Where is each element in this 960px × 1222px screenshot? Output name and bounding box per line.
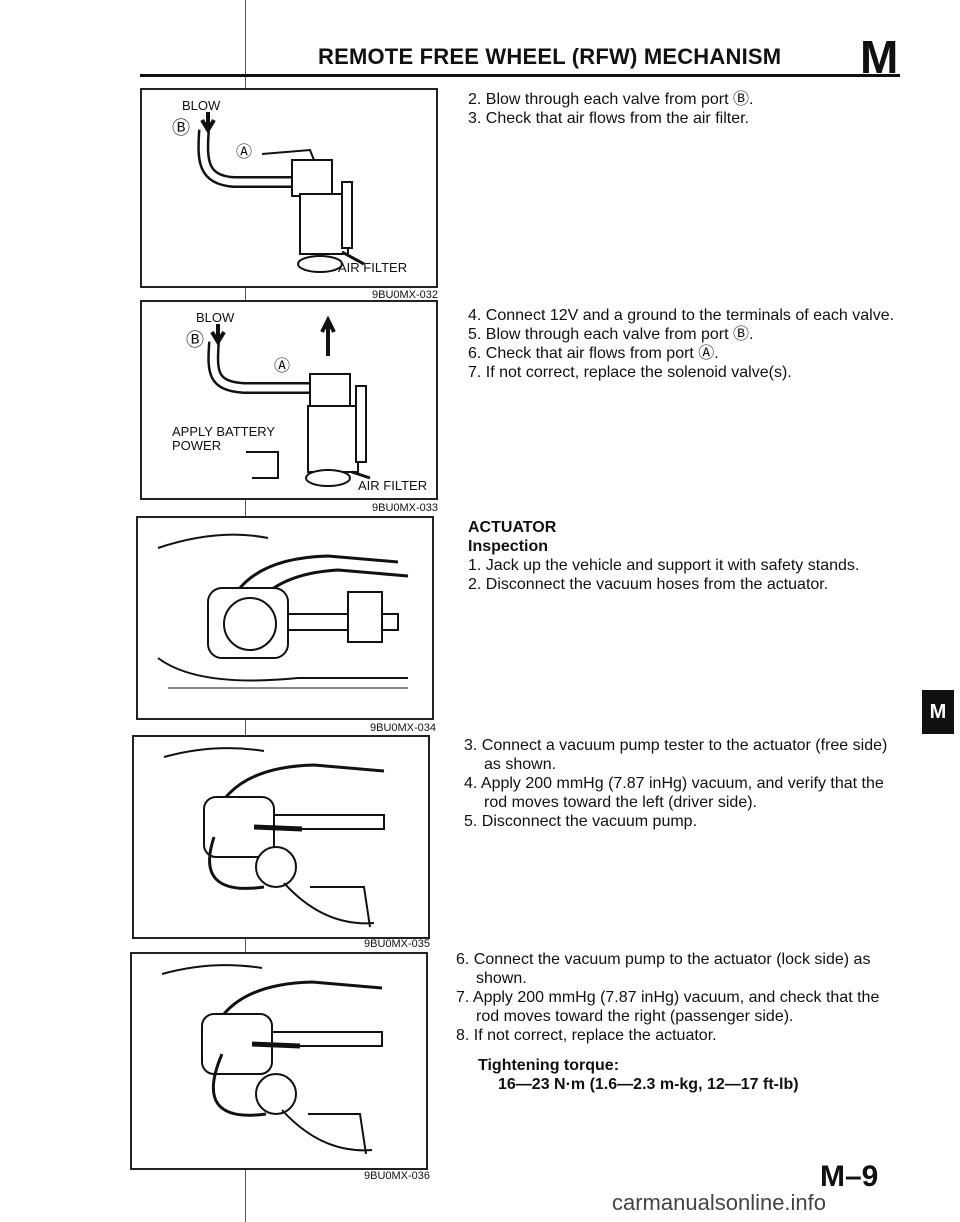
torque-value: 16—23 N·m (1.6—2.3 m-kg, 12—17 ft-lb) xyxy=(498,1076,799,1093)
figure-vacuum-pump-lock-side xyxy=(130,952,428,1170)
figure-code: 9BU0MX-036 xyxy=(364,1170,431,1182)
section-heading: ACTUATOR xyxy=(468,519,557,536)
valve-check-steps: 2. Blow through each valve from port Ⓑ. … xyxy=(468,90,908,128)
step-text: 5. Disconnect the vacuum pump. xyxy=(464,813,698,830)
step-text: 3. Connect a vacuum pump tester to the a… xyxy=(464,737,888,754)
actuator-section: ACTUATOR Inspection 1. Jack up the vehic… xyxy=(468,518,918,594)
step-text: 7. Apply 200 mmHg (7.87 inHg) vacuum, an… xyxy=(456,989,880,1006)
step-text: 3. Check that air flows from the air fil… xyxy=(468,110,749,127)
figure-label-air-filter: AIR FILTER xyxy=(338,260,408,275)
figure-actuator-vehicle xyxy=(136,516,434,720)
solenoid-valve-illustration xyxy=(197,112,365,273)
step-text: 6. Connect the vacuum pump to the actuat… xyxy=(456,951,871,968)
vacuum-pump-free-side-illustration xyxy=(163,747,385,928)
figure-solenoid-valve-battery: BLOW Ⓑ Ⓐ APPLY BATTERY POWER AIR FILTER xyxy=(140,300,438,500)
figure-label-blow: BLOW xyxy=(196,310,235,325)
figure-label-air-filter: AIR FILTER xyxy=(358,478,428,493)
step-text-continued: shown. xyxy=(476,970,527,987)
step-text-continued: as shown. xyxy=(484,756,557,773)
step-text: 2. Disconnect the vacuum hoses from the … xyxy=(468,576,829,593)
step-text: 2. Blow through each valve from port Ⓑ. xyxy=(468,91,754,108)
torque-label: Tightening torque: xyxy=(478,1057,620,1074)
section-subheading: Inspection xyxy=(468,538,549,555)
page-title: REMOTE FREE WHEEL (RFW) MECHANISM xyxy=(318,44,782,69)
step-text: 7. If not correct, replace the solenoid … xyxy=(468,364,792,381)
step-text: 1. Jack up the vehicle and support it wi… xyxy=(468,557,860,574)
free-side-steps: 3. Connect a vacuum pump tester to the a… xyxy=(464,736,914,831)
step-text: 5. Blow through each valve from port Ⓑ. xyxy=(468,326,754,343)
watermark: carmanualsonline.info xyxy=(612,1190,827,1215)
step-text-continued: rod moves toward the left (driver side). xyxy=(484,794,757,811)
valve-battery-steps: 4. Connect 12V and a ground to the termi… xyxy=(468,306,918,382)
figure-label-port-a: Ⓐ xyxy=(274,358,291,375)
step-text: 4. Apply 200 mmHg (7.87 inHg) vacuum, an… xyxy=(464,775,884,792)
solenoid-valve-battery-illustration xyxy=(207,315,371,487)
figure-vacuum-pump-free-side xyxy=(132,735,430,939)
figure-label-port-a: Ⓐ xyxy=(236,144,253,161)
figure-label-apply-battery: APPLY BATTERY xyxy=(172,424,276,439)
figure-code: 9BU0MX-032 xyxy=(372,289,439,301)
vacuum-pump-lock-side-illustration xyxy=(161,964,383,1155)
step-text: 4. Connect 12V and a ground to the termi… xyxy=(468,307,895,324)
figure-label-port-b: Ⓑ xyxy=(186,330,204,350)
figure-label-blow: BLOW xyxy=(182,98,221,113)
figure-code: 9BU0MX-033 xyxy=(372,502,439,514)
figure-solenoid-valve-blow: BLOW Ⓑ Ⓐ AIR FILTER xyxy=(140,88,438,288)
figure-code: 9BU0MX-035 xyxy=(364,938,431,950)
figure-label-power: POWER xyxy=(172,438,222,453)
lock-side-steps: 6. Connect the vacuum pump to the actuat… xyxy=(456,950,906,1045)
figure-code: 9BU0MX-034 xyxy=(370,722,437,734)
header-rule xyxy=(140,74,900,77)
step-text: 8. If not correct, replace the actuator. xyxy=(456,1027,717,1044)
figure-label-port-b: Ⓑ xyxy=(172,118,190,138)
actuator-vehicle-illustration xyxy=(157,533,409,689)
page-number: M–9 xyxy=(820,1160,879,1193)
step-text-continued: rod moves toward the right (passenger si… xyxy=(476,1008,794,1025)
tightening-torque: Tightening torque: 16—23 N·m (1.6—2.3 m-… xyxy=(478,1056,908,1094)
step-text: 6. Check that air flows from port Ⓐ. xyxy=(468,345,719,362)
section-tab: M xyxy=(922,690,954,734)
